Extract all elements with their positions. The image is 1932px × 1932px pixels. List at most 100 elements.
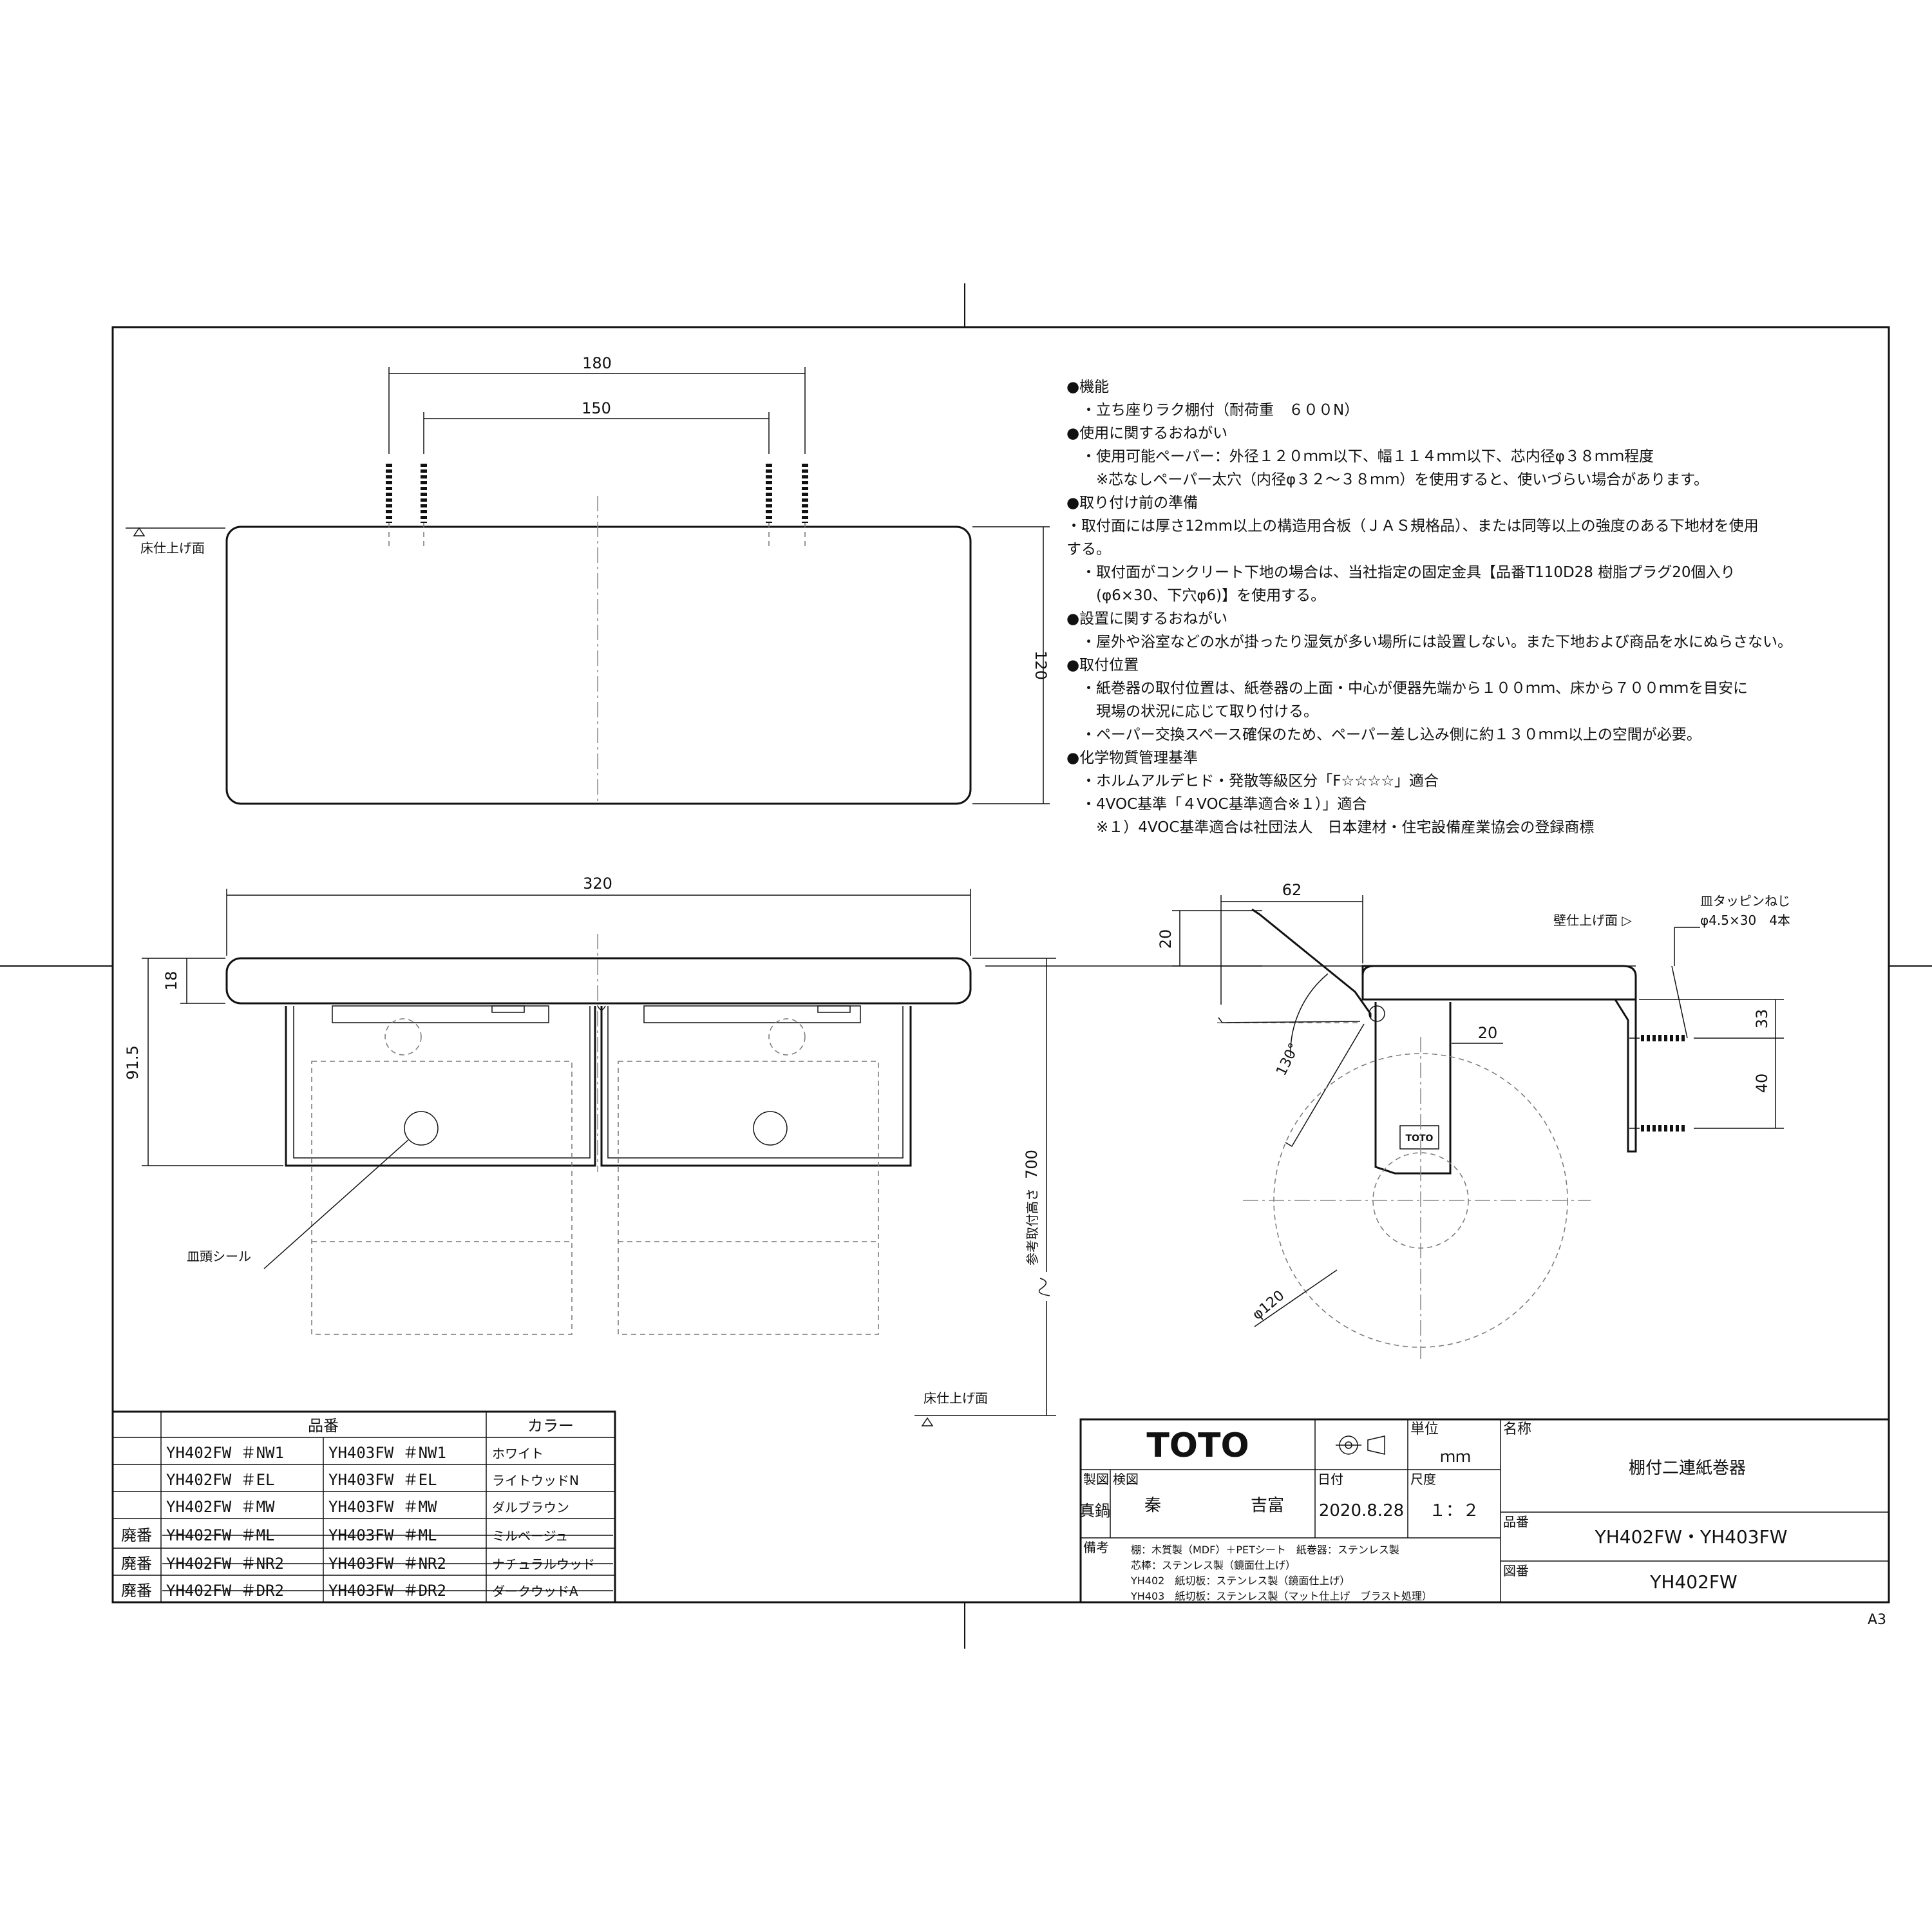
svg-text:ライトウッドN: ライトウッドN bbox=[492, 1473, 579, 1488]
dim-20-vertical: 20 bbox=[1157, 929, 1175, 949]
dim-150: 150 bbox=[582, 399, 611, 417]
cutter-plate-right bbox=[643, 1005, 861, 1023]
dim-700: 700 bbox=[1023, 1150, 1041, 1179]
wall-finish-label: 壁仕上げ面 ▷ bbox=[1553, 913, 1632, 928]
remarks-label: 備考 bbox=[1083, 1540, 1109, 1555]
svg-text:YH403FW ＃EL: YH403FW ＃EL bbox=[328, 1471, 437, 1489]
scale-value: １：２ bbox=[1429, 1501, 1479, 1520]
drawing-no-value: YH402FW bbox=[1649, 1571, 1737, 1593]
part-value: YH402FW・YH403FW bbox=[1595, 1526, 1788, 1548]
note-line: ●機能 bbox=[1066, 379, 1109, 395]
header-color: カラー bbox=[527, 1417, 574, 1435]
side-shelf-board bbox=[1361, 965, 1637, 1001]
floor-finish-label-bottom: 床仕上げ面 bbox=[923, 1390, 988, 1406]
note-line: する。 bbox=[1066, 541, 1111, 558]
dim-18: 18 bbox=[162, 971, 180, 991]
toto-badge bbox=[1399, 1125, 1439, 1150]
remark-line: 棚：木質製（MDF）＋PETシート 紙巻器：ステンレス製 bbox=[1131, 1544, 1399, 1556]
paper-roll-left bbox=[311, 1061, 573, 1335]
drawn-value: 真鍋 bbox=[1079, 1502, 1110, 1520]
svg-text:YH402FW ＃MW: YH402FW ＃MW bbox=[166, 1498, 275, 1516]
floor-finish-label-top: 床仕上げ面 bbox=[140, 540, 205, 556]
note-line: ●設置に関するおねがい bbox=[1066, 611, 1227, 627]
drawing-no-label: 図番 bbox=[1503, 1563, 1529, 1578]
note-line: ・紙巻器の取付位置は、紙巻器の上面・中心が便器先端から１００ｍｍ、床から７００ｍ… bbox=[1066, 680, 1748, 697]
front-shelf-board bbox=[225, 957, 972, 1005]
screw-icon bbox=[386, 464, 808, 523]
cutter-plate-left bbox=[332, 1005, 549, 1023]
svg-text:廃番: 廃番 bbox=[121, 1582, 152, 1600]
dim-320: 320 bbox=[583, 875, 612, 893]
dim-angle-130: 130° bbox=[1273, 1041, 1303, 1079]
note-line: ●使用に関するおねがい bbox=[1066, 425, 1227, 442]
checker-1: 秦 bbox=[1144, 1496, 1161, 1515]
reference-height-label: 参考取付高さ bbox=[1025, 1188, 1040, 1265]
checked-label: 検図 bbox=[1113, 1472, 1139, 1487]
note-line: ●取付位置 bbox=[1066, 657, 1139, 674]
head-seal-left bbox=[404, 1111, 439, 1146]
screw-name-label: 皿タッピンねじ bbox=[1700, 893, 1790, 909]
note-line: ※芯なしペーパー太穴（内径φ３２～３８ｍｍ）を使用すると、使いづらい場合がありま… bbox=[1066, 471, 1709, 488]
table-row-discontinued: 廃番 YH402FW ＃NR2 YH403FW ＃NR2 ナチュラルウッド bbox=[121, 1555, 613, 1573]
svg-text:ダルブラウン: ダルブラウン bbox=[492, 1500, 569, 1515]
unit-value: ｍｍ bbox=[1440, 1448, 1471, 1466]
top-view: 180 150 120 床仕上げ面 bbox=[126, 354, 1050, 805]
note-line: ・使用可能ペーパー：外径１２０ｍｍ以下、幅１１４ｍｍ以下、芯内径φ３８ｍｍ程度 bbox=[1066, 448, 1654, 465]
drawn-label: 製図 bbox=[1083, 1472, 1109, 1487]
table-row: YH402FW ＃NW1 YH403FW ＃NW1 ホワイト bbox=[166, 1444, 544, 1462]
dim-20-horizontal: 20 bbox=[1478, 1024, 1498, 1042]
unit-label: 単位 bbox=[1410, 1421, 1439, 1437]
note-line: ※１）4VOC基準適合は社団法人 日本建材・住宅設備産業協会の登録商標 bbox=[1066, 819, 1594, 836]
parts-table: 品番 カラー YH402FW ＃NW1 YH403FW ＃NW1 ホワイト YH… bbox=[111, 1410, 616, 1604]
svg-text:YH402FW ＃EL: YH402FW ＃EL bbox=[166, 1471, 275, 1489]
note-line: ●取り付け前の準備 bbox=[1066, 495, 1198, 511]
svg-text:ホワイト: ホワイト bbox=[492, 1446, 544, 1461]
title-block: TOTO 単位 ｍｍ 名称 棚付二連紙巻器 製図 真鍋 検図 秦 吉富 日付 2… bbox=[1079, 1418, 1890, 1604]
side-view: TOTO bbox=[985, 881, 1790, 1359]
notes-block: ●機能 ・立ち座りラク棚付（耐荷重 ６００N） ●使用に関するおねがい ・使用可… bbox=[1066, 379, 1792, 836]
note-line: 現場の状況に応じて取り付ける。 bbox=[1066, 703, 1318, 720]
front-view: 320 18 91.5 700 参考取付高さ 皿頭シール 床仕上げ面 bbox=[124, 875, 1056, 1426]
date-value: 2020.8.28 bbox=[1319, 1501, 1404, 1520]
scale-label: 尺度 bbox=[1410, 1472, 1436, 1487]
note-line: ・屋外や浴室などの水が掛ったり湿気が多い場所には設置しない。また下地および商品を… bbox=[1066, 634, 1792, 650]
note-line: ・ホルムアルデヒド・発散等級区分「F☆☆☆☆」適合 bbox=[1066, 773, 1439, 790]
dim-40: 40 bbox=[1753, 1074, 1771, 1094]
note-line: ●化学物質管理基準 bbox=[1066, 750, 1198, 766]
note-line: ・取付面がコンクリート下地の場合は、当社指定の固定金具【品番T110D28 樹脂… bbox=[1066, 564, 1736, 581]
svg-text:廃番: 廃番 bbox=[121, 1526, 152, 1544]
remark-line: 芯棒：ステンレス製（鏡面仕上げ） bbox=[1131, 1559, 1296, 1571]
remark-line: YH403 紙切板：ステンレス製（マット仕上げ ブラスト処理） bbox=[1130, 1590, 1432, 1602]
note-line: ・4VOC基準「４VOC基準適合※１）」適合 bbox=[1066, 796, 1367, 813]
note-line: (φ6×30、下穴φ6)】を使用する。 bbox=[1066, 587, 1325, 604]
table-row-discontinued: 廃番 YH402FW ＃DR2 YH403FW ＃DR2 ダークウッドA bbox=[121, 1582, 613, 1600]
sheet-size: A3 bbox=[1868, 1612, 1886, 1628]
svg-text:YH403FW ＃MW: YH403FW ＃MW bbox=[328, 1498, 437, 1516]
svg-text:ダークウッドA: ダークウッドA bbox=[492, 1584, 578, 1599]
note-line: ・ペーパー交換スペース確保のため、ペーパー差し込み側に約１３０ｍｍ以上の空間が必… bbox=[1066, 726, 1701, 743]
dim-180: 180 bbox=[582, 354, 612, 372]
svg-text:ナチュラルウッド: ナチュラルウッド bbox=[492, 1557, 595, 1572]
leader-head-seal bbox=[263, 1139, 409, 1269]
checker-2: 吉富 bbox=[1251, 1496, 1284, 1515]
head-seal-right bbox=[753, 1111, 788, 1146]
dim-top-120: 120 bbox=[1032, 650, 1050, 680]
table-row: YH402FW ＃MW YH403FW ＃MW ダルブラウン bbox=[166, 1498, 569, 1516]
part-label: 品番 bbox=[1503, 1514, 1529, 1530]
head-seal-label: 皿頭シール bbox=[187, 1249, 251, 1264]
remark-line: YH402 紙切板：ステンレス製（鏡面仕上げ） bbox=[1130, 1575, 1350, 1587]
projection-symbol-icon bbox=[1336, 1435, 1385, 1455]
product-name: 棚付二連紙巻器 bbox=[1629, 1459, 1746, 1478]
toto-logo: TOTO bbox=[1146, 1426, 1249, 1465]
shelf-top-outline bbox=[225, 526, 972, 805]
svg-text:YH403FW ＃NW1: YH403FW ＃NW1 bbox=[328, 1444, 446, 1462]
wall-screw-icon bbox=[1641, 1035, 1687, 1132]
table-row-discontinued: 廃番 YH402FW ＃ML YH403FW ＃ML ミルベージュ bbox=[121, 1526, 613, 1544]
screw-spec-label: φ4.5×30 4本 bbox=[1700, 913, 1790, 928]
name-label: 名称 bbox=[1503, 1421, 1531, 1437]
dim-33: 33 bbox=[1753, 1009, 1771, 1029]
header-part-number: 品番 bbox=[308, 1417, 339, 1435]
svg-text:ミルベージュ: ミルベージュ bbox=[492, 1528, 568, 1544]
holder-bracket bbox=[1374, 1002, 1452, 1175]
